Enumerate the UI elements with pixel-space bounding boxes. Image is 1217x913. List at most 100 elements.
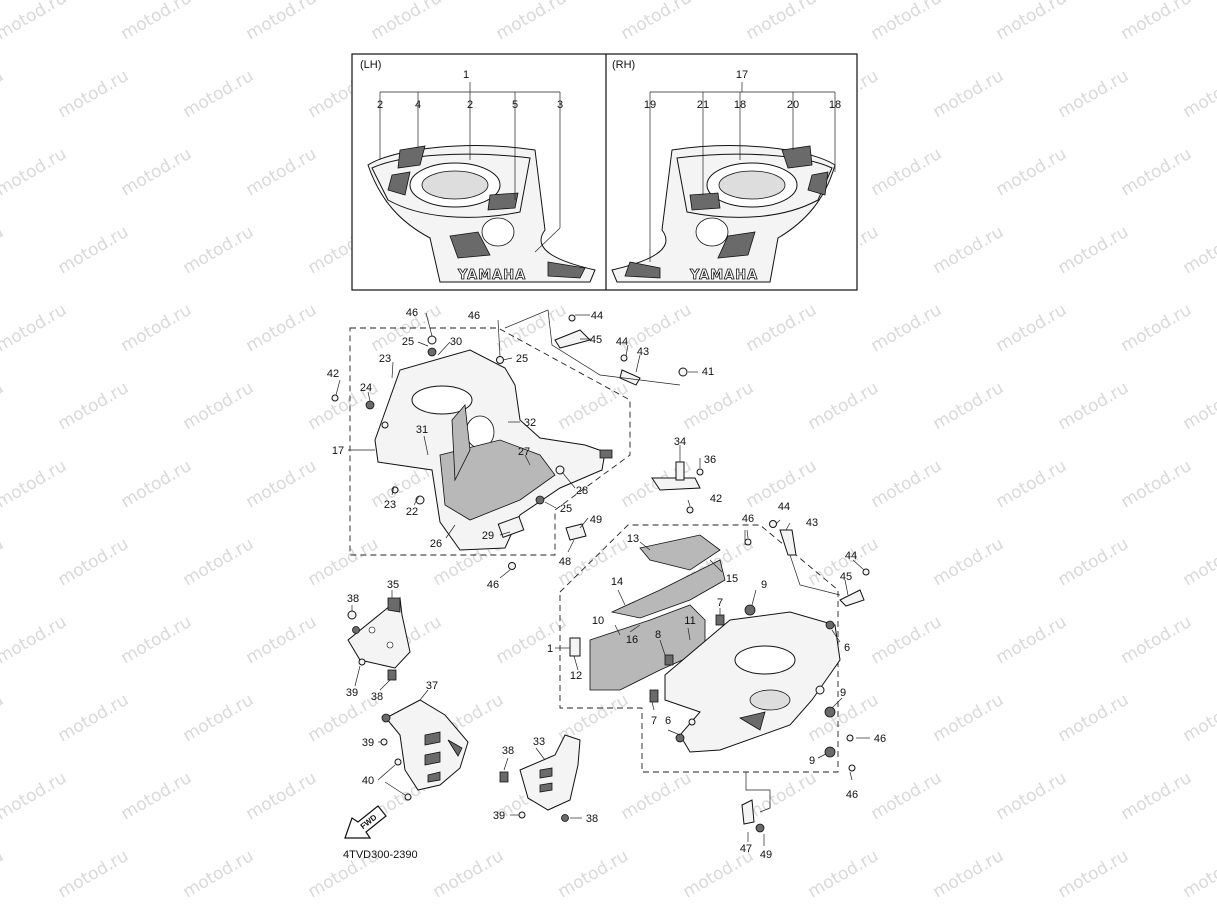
callout-35: 35: [387, 579, 399, 591]
watermark-text: motod.ru: [1055, 846, 1133, 902]
watermark-text: motod.ru: [1180, 378, 1217, 434]
watermark-text: motod.ru: [0, 144, 70, 200]
callout-labels: 1 2 4 2 5 3 17 19 21 18 20 18 46 46 44 4…: [327, 69, 886, 861]
watermark-text: motod.ru: [180, 378, 258, 434]
callout-25a: 25: [402, 336, 414, 348]
callout-rh-18a: 18: [734, 99, 746, 111]
watermark-text: motod.ru: [118, 768, 196, 824]
callout-9c: 9: [809, 755, 815, 767]
watermark-text: motod.ru: [55, 66, 133, 122]
callout-7a: 7: [717, 597, 723, 609]
watermark-text: motod.ru: [618, 300, 696, 356]
callout-22: 22: [406, 506, 418, 518]
watermark-text: motod.ru: [430, 846, 508, 902]
watermark-text: motod.ru: [930, 378, 1008, 434]
callout-lh-2b: 2: [467, 99, 473, 111]
upper-leaders: [335, 309, 701, 579]
watermark-text: motod.ru: [243, 768, 321, 824]
watermark-text: motod.ru: [743, 300, 821, 356]
lh-leaders: [379, 82, 561, 253]
lh-fairing-drawing: YAMAHA: [367, 145, 596, 283]
watermark-text: motod.ru: [1180, 846, 1217, 902]
callout-49a: 49: [590, 514, 602, 526]
callout-7b: 7: [651, 715, 657, 727]
diagram-code: 4TVD300-2390: [343, 849, 418, 861]
watermark-text: motod.ru: [0, 768, 70, 824]
watermark-text: motod.ru: [0, 0, 70, 44]
callout-49b: 49: [760, 849, 772, 861]
callout-40: 40: [362, 775, 374, 787]
callout-rh-18b: 18: [829, 99, 841, 111]
callout-42a: 42: [327, 368, 339, 380]
watermark-text: motod.ru: [993, 300, 1071, 356]
callout-46f: 46: [846, 789, 858, 801]
watermark-text: motod.ru: [930, 534, 1008, 590]
callout-13: 13: [627, 533, 639, 545]
callout-8: 8: [655, 629, 661, 641]
watermark-text: motod.ru: [118, 300, 196, 356]
lower-cowling-assembly: [555, 519, 870, 846]
watermark-text: motod.ru: [868, 0, 946, 44]
watermark-text: motod.ru: [1180, 222, 1217, 278]
callout-46b: 46: [468, 310, 480, 322]
watermark-text: motod.ru: [743, 768, 821, 824]
watermark-text: motod.ru: [305, 534, 383, 590]
watermark-text: motod.ru: [0, 300, 70, 356]
callout-rh-21: 21: [697, 99, 709, 111]
watermark-text: motod.ru: [805, 846, 883, 902]
callout-lh-5: 5: [512, 99, 518, 111]
watermark-text: motod.ru: [618, 0, 696, 44]
watermark-text: motod.ru: [0, 66, 7, 122]
pad-14: [610, 559, 726, 619]
callout-10: 10: [592, 615, 604, 627]
panel-35: [347, 597, 411, 669]
watermark-text: motod.ru: [493, 612, 571, 668]
watermark-text: motod.ru: [805, 378, 883, 434]
watermark-text: motod.ru: [930, 846, 1008, 902]
watermark-text: motod.ru: [55, 690, 133, 746]
watermark-text: motod.ru: [180, 690, 258, 746]
callout-37: 37: [426, 680, 438, 692]
watermark-text: motod.ru: [993, 768, 1071, 824]
watermark-text: motod.ru: [680, 378, 758, 434]
watermark-text: motod.ru: [0, 222, 7, 278]
callout-15: 15: [726, 573, 738, 585]
watermark-text: motod.ru: [1055, 66, 1133, 122]
watermark-text: motod.ru: [618, 768, 696, 824]
inset-right-label: (RH): [612, 59, 635, 71]
watermark-text: motod.ru: [555, 378, 633, 434]
callout-44a: 44: [591, 310, 603, 322]
watermark-text: motod.ru: [180, 66, 258, 122]
callout-42b: 42: [710, 493, 722, 505]
watermark-text: motod.ru: [55, 378, 133, 434]
callout-6a: 6: [844, 642, 850, 654]
callout-38d: 38: [586, 813, 598, 825]
callout-25b: 25: [516, 353, 528, 365]
callout-43a: 43: [637, 346, 649, 358]
watermark-text: motod.ru: [1055, 534, 1133, 590]
watermark-text: motod.ru: [1118, 300, 1196, 356]
watermark-text: motod.ru: [493, 300, 571, 356]
upper-assembly-boundary: [349, 327, 631, 556]
callout-45b: 45: [840, 571, 852, 583]
callout-27: 27: [518, 446, 530, 458]
lower-assembly-boundary: [559, 524, 839, 773]
upper-cowling-assembly: [331, 309, 704, 579]
watermark-text: motod.ru: [180, 534, 258, 590]
watermark-text: motod.ru: [368, 0, 446, 44]
watermark-text: motod.ru: [118, 612, 196, 668]
callout-lh-3: 3: [557, 99, 563, 111]
watermark-text: motod.ru: [930, 222, 1008, 278]
watermark-text: motod.ru: [55, 222, 133, 278]
watermark-text: motod.ru: [868, 144, 946, 200]
callout-39a: 39: [346, 687, 358, 699]
callout-46e: 46: [874, 733, 886, 745]
watermark-text: motod.ru: [1055, 690, 1133, 746]
callout-24: 24: [360, 382, 372, 394]
callout-36: 36: [704, 454, 716, 466]
watermark-text: motod.ru: [1180, 534, 1217, 590]
watermark-text: motod.ru: [0, 690, 7, 746]
callout-11: 11: [684, 615, 695, 627]
watermark-text: motod.ru: [993, 612, 1071, 668]
callout-9a: 9: [761, 579, 767, 591]
